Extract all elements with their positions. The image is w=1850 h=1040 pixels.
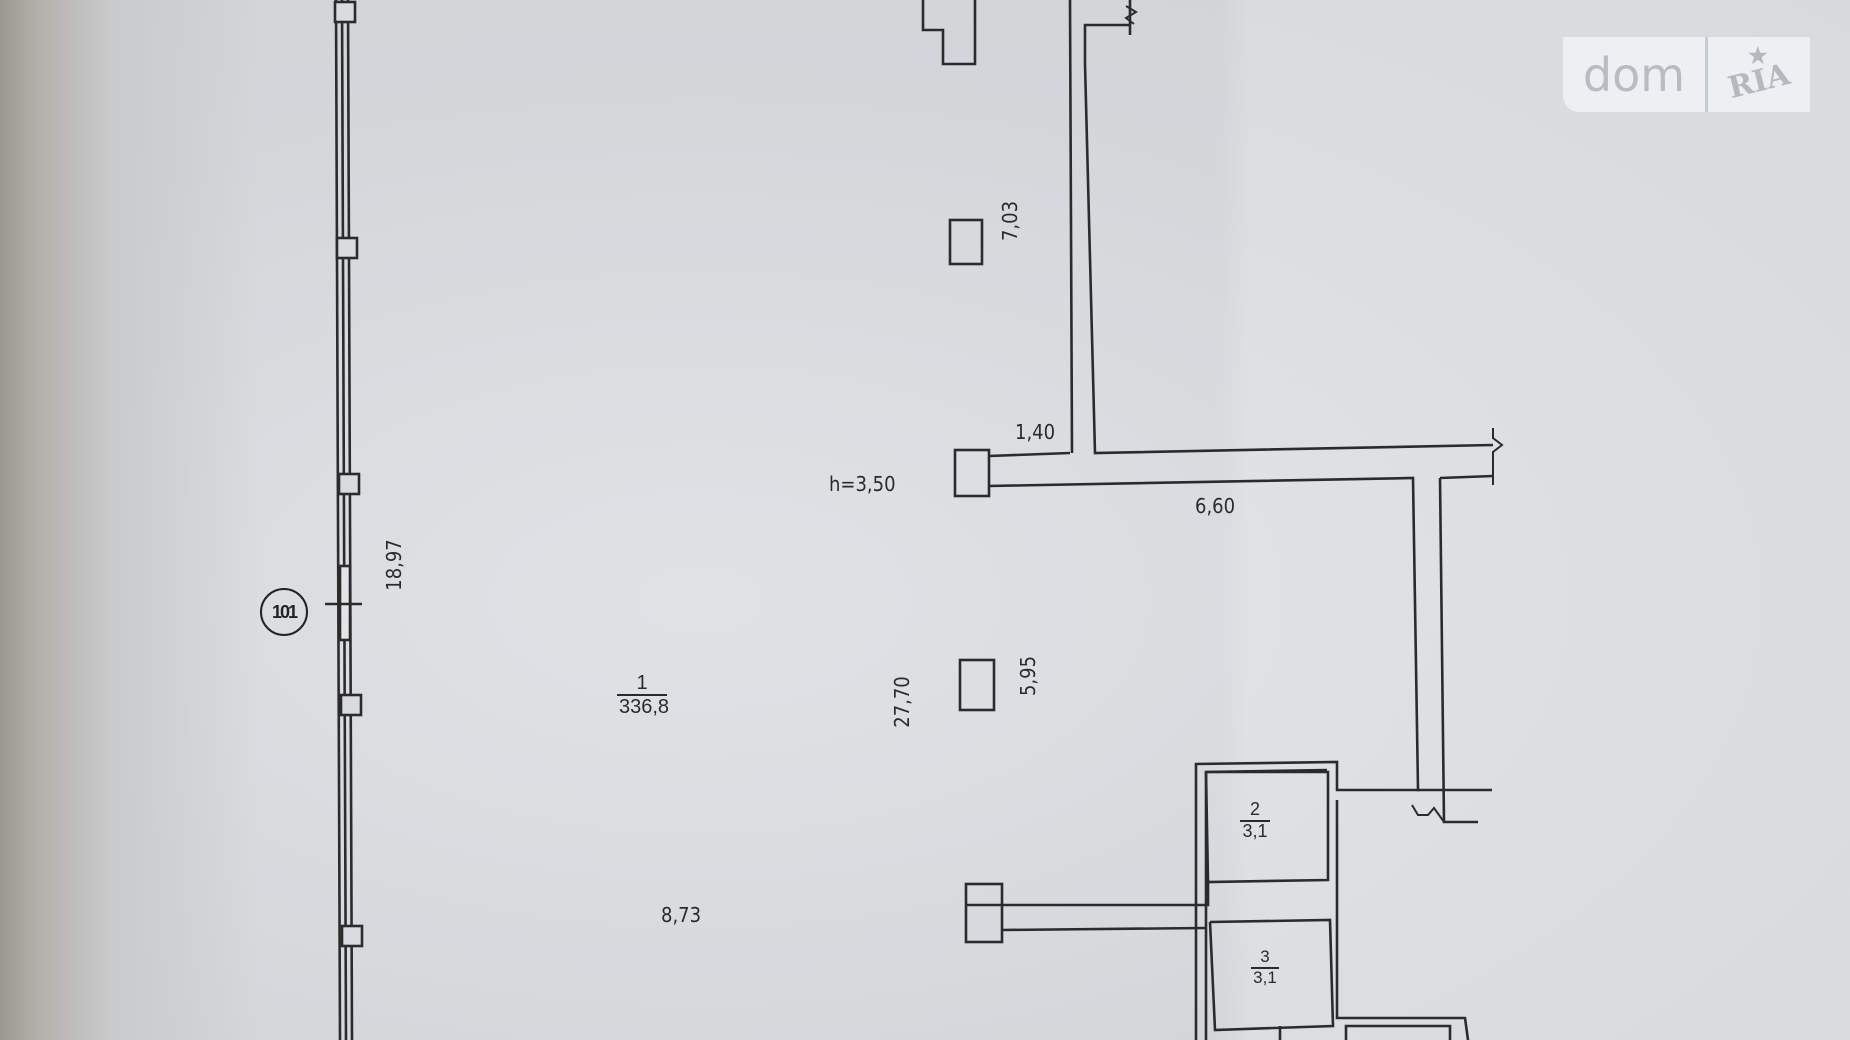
horizontal-wall-6-60 <box>953 448 1494 824</box>
column-upper <box>948 218 984 266</box>
dimension-27-70: 27,70 <box>889 676 914 728</box>
corridor-walls-top <box>1068 0 1504 485</box>
room-1-label: 1 336,8 <box>617 672 670 718</box>
room-2-number: 2 <box>1249 799 1260 819</box>
room-3-label: 3 3,1 <box>1251 947 1279 988</box>
left-exterior-wall <box>325 0 364 1040</box>
room-3-area: 3,1 <box>1251 966 1279 988</box>
domria-watermark-logo: dom ★ RIA <box>1563 37 1810 112</box>
ceiling-height-label: h=3,50 <box>829 472 896 496</box>
room-3-number: 3 <box>1260 947 1270 966</box>
room-1-area: 336,8 <box>617 694 670 718</box>
room-2-area: 3,1 <box>1240 819 1270 842</box>
dimension-1-40: 1,40 <box>1015 420 1056 444</box>
logo-ria-text: RIA <box>1724 56 1794 107</box>
room-1-number: 1 <box>636 672 648 694</box>
dimension-8-73: 8,73 <box>661 903 702 927</box>
dimension-7-03: 7,03 <box>998 200 1023 242</box>
logo-dom-text: dom <box>1563 37 1705 112</box>
wet-rooms-block <box>964 760 1470 1040</box>
dimension-6-60: 6,60 <box>1195 494 1236 518</box>
column-middle <box>958 658 996 712</box>
logo-ria-block: ★ RIA <box>1708 37 1810 112</box>
room-2-label: 2 3,1 <box>1240 799 1270 842</box>
dimension-5-95: 5,95 <box>1016 655 1041 697</box>
star-icon: ★ <box>1748 43 1768 69</box>
top-column-block <box>921 0 977 66</box>
dimension-18-97: 18,97 <box>381 539 406 591</box>
logo-divider <box>1705 37 1708 112</box>
axis-marker-101: 101 <box>260 588 308 636</box>
